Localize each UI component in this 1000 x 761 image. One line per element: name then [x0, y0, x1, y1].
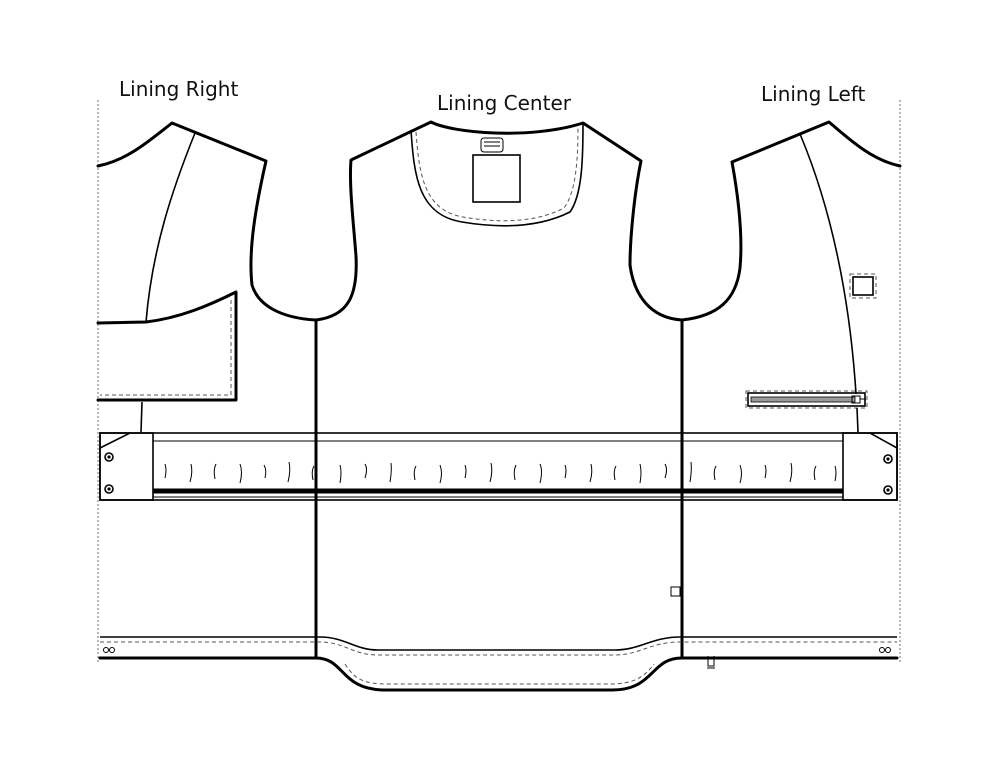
- center-small-tab: [670, 586, 681, 597]
- lining-right-panel: [96, 121, 318, 658]
- label-lining-left: Lining Left: [761, 82, 866, 106]
- lower-body-hem: [98, 498, 899, 692]
- elastic-waistband: [99, 432, 898, 501]
- lining-center-panel: [314, 120, 684, 658]
- right-shoulder-armhole-outline: [96, 121, 318, 658]
- label-lining-right: Lining Right: [119, 77, 239, 101]
- center-outline: [314, 120, 684, 658]
- waistband-right-end-tab: [842, 432, 898, 501]
- waistband-left-end-tab: [99, 432, 154, 501]
- right-princess-seam: [145, 132, 196, 323]
- left-shoulder-armhole-outline: [680, 120, 902, 322]
- center-size-label: [472, 154, 521, 203]
- hem-top-line: [100, 636, 897, 651]
- left-zip-pull: [851, 395, 866, 404]
- left-princess-seam: [799, 133, 857, 395]
- hem-bottom-curve: [98, 656, 899, 692]
- lining-left-panel: [680, 120, 902, 433]
- left-label-patch: [852, 276, 874, 296]
- right-inner-pocket: [96, 290, 238, 402]
- hem-drawcord-tab: [707, 656, 715, 669]
- label-lining-center: Lining Center: [437, 91, 571, 115]
- center-neckline: [410, 123, 584, 227]
- hem-snaps: [103, 647, 891, 653]
- waistband-snaps: [104, 452, 893, 495]
- waistband-gathers: [164, 461, 837, 484]
- center-hanger-loop: [480, 137, 504, 153]
